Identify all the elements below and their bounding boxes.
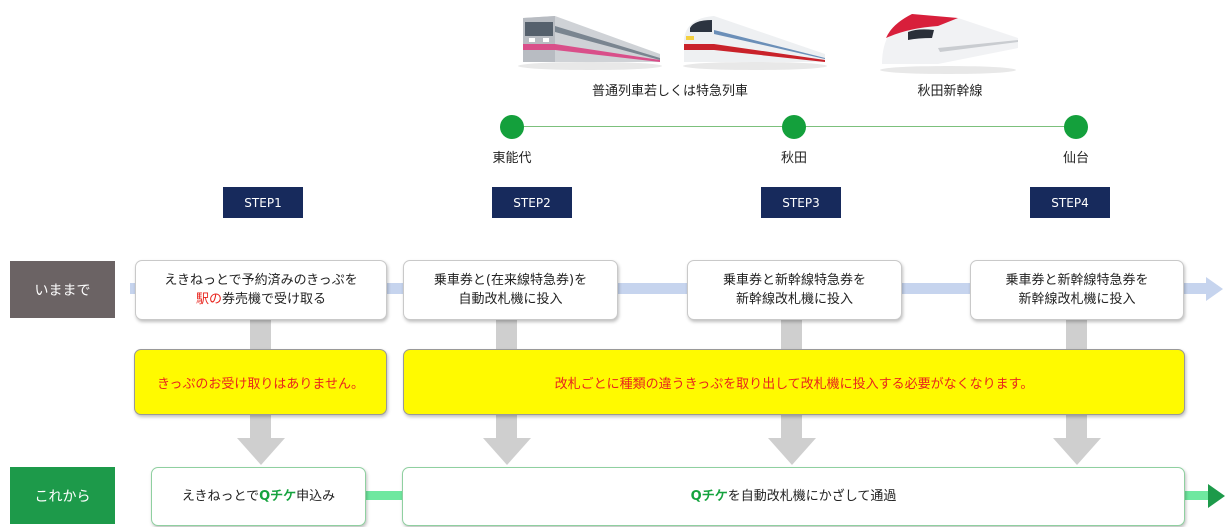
now-card-step1-highlight: 駅の: [195, 292, 222, 307]
station-dot-akita: [782, 115, 806, 139]
qticket-brand-left: Qチケ: [259, 489, 297, 504]
qticket-brand-right: Qチケ: [690, 489, 728, 504]
step-3-badge: STEP3: [761, 187, 841, 218]
station-label-akita: 秋田: [780, 150, 807, 166]
future-card-pass-gate-text: を自動改札機にかざして通過: [727, 489, 897, 504]
future-flow-band-end: [1180, 491, 1210, 500]
station-dot-higashinoshiro: [500, 115, 524, 139]
now-card-step1-line2: 券売機で受け取る: [222, 292, 327, 307]
now-card-step3: 乗車券と新幹線特急券を 新幹線改札機に投入: [687, 260, 902, 320]
future-card-apply-pre: えきねっとで: [181, 489, 260, 504]
future-card-apply-post: 申込み: [296, 489, 336, 504]
station-label-higashinoshiro: 東能代: [492, 150, 532, 166]
now-flow-band: [130, 283, 1206, 294]
regular-train-illustration: [518, 16, 662, 70]
regular-train-label: 普通列車若しくは特急列車: [591, 83, 748, 99]
step-4-badge: STEP4: [1030, 187, 1110, 218]
now-card-step2-line1: 乗車券と(在来線特急券)を: [433, 273, 588, 288]
now-card-step1: えきねっとで予約済みのきっぷを 駅の券売機で受け取る: [135, 260, 387, 320]
notice-no-ticket-insertion: 改札ごとに種類の違うきっぷを取り出して改札機に投入する必要がなくなります。: [403, 349, 1185, 415]
now-card-step4-line1: 乗車券と新幹線特急券を: [1005, 273, 1149, 288]
notice-no-ticket-pickup: きっぷのお受け取りはありません。: [134, 349, 387, 415]
shinkansen-illustration: [880, 14, 1018, 74]
now-flow-arrowhead: [1206, 277, 1223, 301]
now-card-step1-line1: えきねっとで予約済みのきっぷを: [164, 273, 358, 288]
row-label-future: これから: [10, 467, 115, 524]
now-card-step3-line1: 乗車券と新幹線特急券を: [722, 273, 866, 288]
now-card-step4: 乗車券と新幹線特急券を 新幹線改札機に投入: [970, 260, 1184, 320]
station-dot-sendai: [1064, 115, 1088, 139]
step-1-badge: STEP1: [223, 187, 303, 218]
future-flow-band: [360, 491, 408, 500]
now-card-step2-line2: 自動改札機に投入: [458, 292, 563, 307]
now-card-step4-line2: 新幹線改札機に投入: [1018, 292, 1136, 307]
future-flow-arrowhead: [1208, 484, 1225, 508]
limited-express-train-illustration: [683, 16, 827, 70]
now-card-step3-line2: 新幹線改札機に投入: [735, 292, 853, 307]
row-label-now: いままで: [10, 261, 115, 318]
shinkansen-label: 秋田新幹線: [917, 83, 983, 99]
step-2-badge: STEP2: [492, 187, 572, 218]
future-card-apply: えきねっとでQチケ申込み: [151, 467, 366, 526]
now-card-step2: 乗車券と(在来線特急券)を 自動改札機に投入: [403, 260, 618, 320]
future-card-pass-gate: Qチケを自動改札機にかざして通過: [402, 467, 1185, 526]
station-label-sendai: 仙台: [1062, 150, 1089, 166]
